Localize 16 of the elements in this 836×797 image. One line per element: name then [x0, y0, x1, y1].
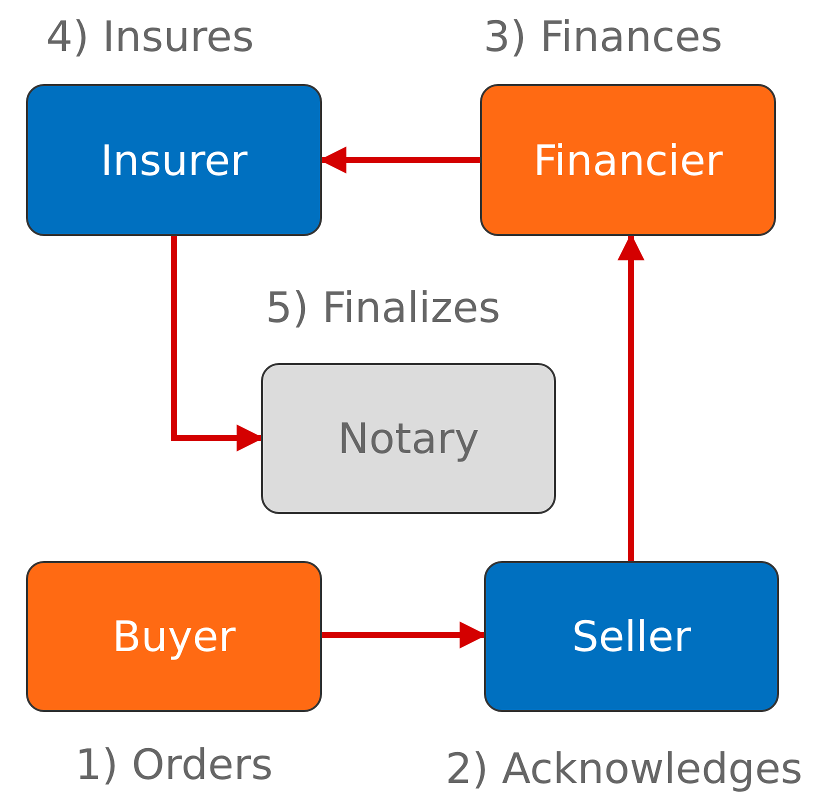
process-box [261, 363, 556, 514]
process-box [26, 84, 322, 236]
process-box [480, 84, 776, 236]
process-box [26, 561, 322, 712]
step-caption: 5) Finalizes [266, 283, 500, 332]
node-label: Buyer [112, 612, 236, 661]
node-label: Notary [338, 414, 480, 463]
step-caption: 4) Insures [46, 12, 254, 61]
arrow [618, 233, 644, 561]
node-label: Seller [572, 612, 691, 661]
step-caption: 1) Orders [75, 740, 273, 789]
process-box [484, 561, 779, 712]
node-label: Financier [533, 136, 723, 184]
step-caption: 3) Finances [483, 12, 723, 61]
step-caption: 2) Acknowledges [445, 744, 803, 793]
node-label: Insurer [100, 136, 248, 184]
